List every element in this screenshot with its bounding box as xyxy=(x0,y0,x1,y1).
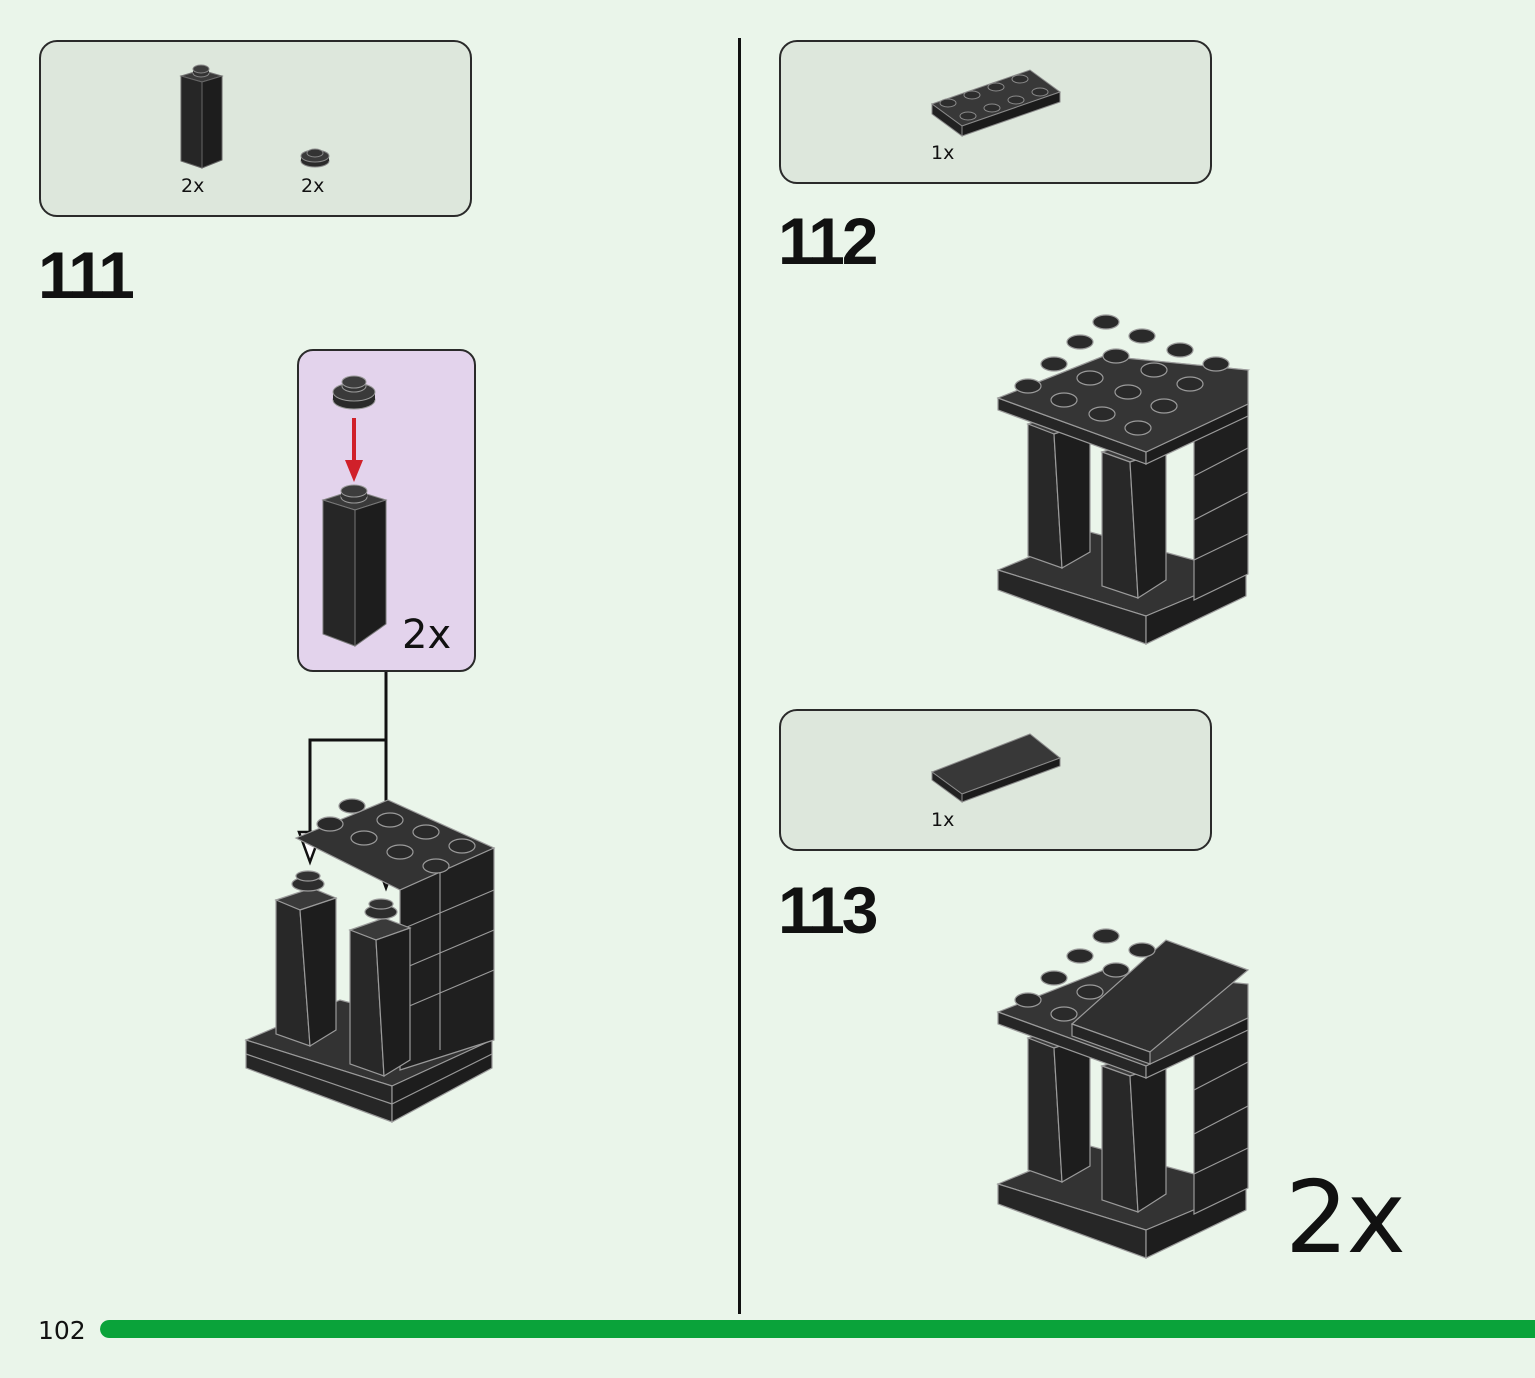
part-qty-round-plate: 2x xyxy=(301,175,325,197)
step-number-112: 112 xyxy=(778,204,878,278)
brick-1x1x3-icon xyxy=(179,64,224,169)
brick-1x1x3-icon xyxy=(321,484,388,647)
progress-bar xyxy=(100,1320,1535,1338)
step-number-111: 111 xyxy=(38,238,135,312)
parts-callout-step-111 xyxy=(39,40,472,217)
part-qty-tile-2x4: 1x xyxy=(931,809,955,831)
round-plate-1x1-icon xyxy=(300,148,330,168)
plate-2x4-icon xyxy=(930,69,1062,137)
part-qty-plate-2x4: 1x xyxy=(931,142,955,164)
step-number-113: 113 xyxy=(778,873,878,947)
page-number: 102 xyxy=(38,1316,86,1345)
round-plate-icon xyxy=(332,375,376,410)
part-qty-brick-1x1x3: 2x xyxy=(181,175,205,197)
tile-2x4-icon xyxy=(930,733,1062,803)
build-multiplier: 2x xyxy=(1285,1159,1406,1276)
subassembly-multiplier: 2x xyxy=(402,612,452,658)
progress-bar-fill xyxy=(100,1320,1535,1338)
column-divider xyxy=(738,38,741,1314)
